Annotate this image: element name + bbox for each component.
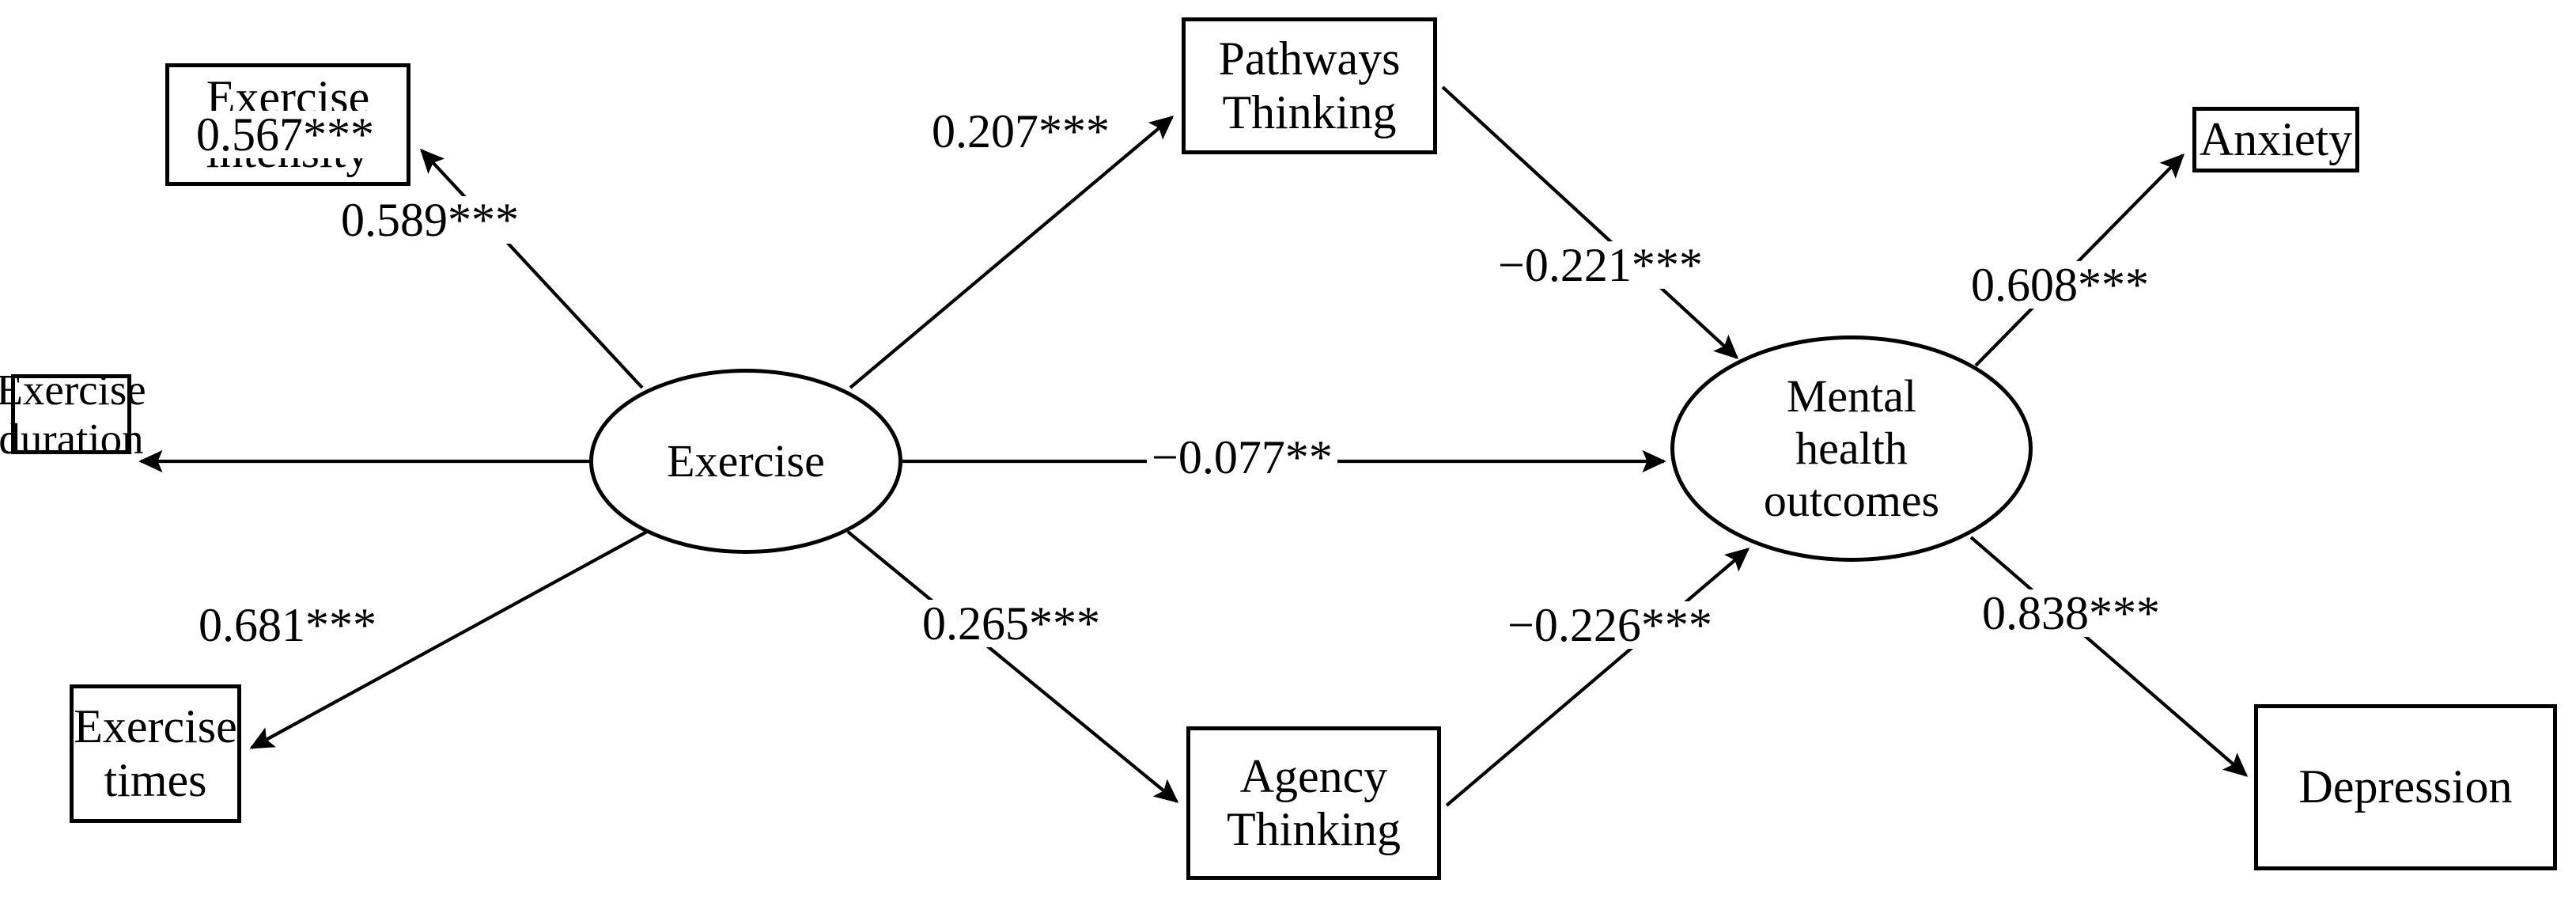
- path-label-exercise-to-mental-health-direct: −0.077**: [1147, 434, 1337, 481]
- connector-exercise-to-agency: [846, 530, 1179, 803]
- node-label: Agency Thinking: [1227, 750, 1401, 856]
- path-label-mental-health-to-depression: 0.838***: [1977, 589, 2165, 637]
- connector-mental-health-to-anxiety: [1974, 153, 2185, 367]
- node-pathways-thinking[interactable]: Pathways Thinking: [1182, 17, 1437, 154]
- node-label-line1: Exercise: [0, 365, 146, 414]
- node-label: Depression: [2298, 760, 2513, 813]
- path-label-exercise-to-times: 0.681***: [194, 601, 381, 649]
- path-label-mental-health-to-anxiety: 0.608***: [1966, 261, 2154, 309]
- path-label-exercise-to-duration: 0.589***: [336, 196, 524, 244]
- path-label-pathways-to-mental-health: −0.221***: [1493, 241, 1708, 289]
- node-label-line2: Thinking: [1227, 803, 1401, 855]
- connector-agency-to-mental-health: [1445, 548, 1750, 807]
- node-label-line2: health: [1795, 422, 1908, 474]
- node-exercise-duration[interactable]: Exercise duration: [0, 366, 146, 463]
- path-label-agency-to-mental-health: −0.226***: [1503, 601, 1717, 649]
- node-label-line1: Mental: [1786, 370, 1917, 422]
- node-agency-thinking[interactable]: Agency Thinking: [1186, 726, 1441, 880]
- connector-pathways-to-mental-health: [1441, 85, 1739, 359]
- node-label-line3: outcomes: [1763, 475, 1940, 527]
- node-label-line1: Pathways: [1218, 32, 1401, 85]
- node-label: Exercise duration: [0, 366, 146, 463]
- node-label-line1: Exercise: [74, 700, 237, 753]
- node-label: Mental health outcomes: [1764, 370, 1939, 527]
- node-depression[interactable]: Depression: [2254, 704, 2557, 870]
- node-label: Anxiety: [2199, 112, 2353, 165]
- node-label: Exercise times: [74, 700, 237, 806]
- node-label-line2: Thinking: [1222, 85, 1397, 138]
- node-label-line1: Agency: [1239, 749, 1388, 802]
- node-exercise-times[interactable]: Exercise times: [70, 684, 241, 823]
- node-mental-health-outcomes-latent[interactable]: Mental health outcomes: [1670, 335, 2033, 562]
- node-anxiety[interactable]: Anxiety: [2192, 107, 2359, 172]
- path-label-exercise-to-pathways: 0.207***: [927, 108, 1114, 155]
- node-label-line2: times: [104, 753, 207, 806]
- node-label: Exercise: [667, 434, 825, 487]
- connector-exercise-to-intensity: [420, 148, 644, 389]
- connector-mental-health-to-depression: [1969, 536, 2249, 777]
- path-label-exercise-to-intensity: 0.567***: [191, 111, 379, 158]
- node-label: Pathways Thinking: [1219, 32, 1401, 138]
- connector-exercise-to-pathways: [849, 116, 1175, 389]
- connector-exercise-to-times: [249, 530, 649, 749]
- node-exercise-latent[interactable]: Exercise: [589, 369, 902, 554]
- node-label-line2: duration: [0, 414, 144, 463]
- path-label-exercise-to-agency: 0.265***: [917, 600, 1105, 647]
